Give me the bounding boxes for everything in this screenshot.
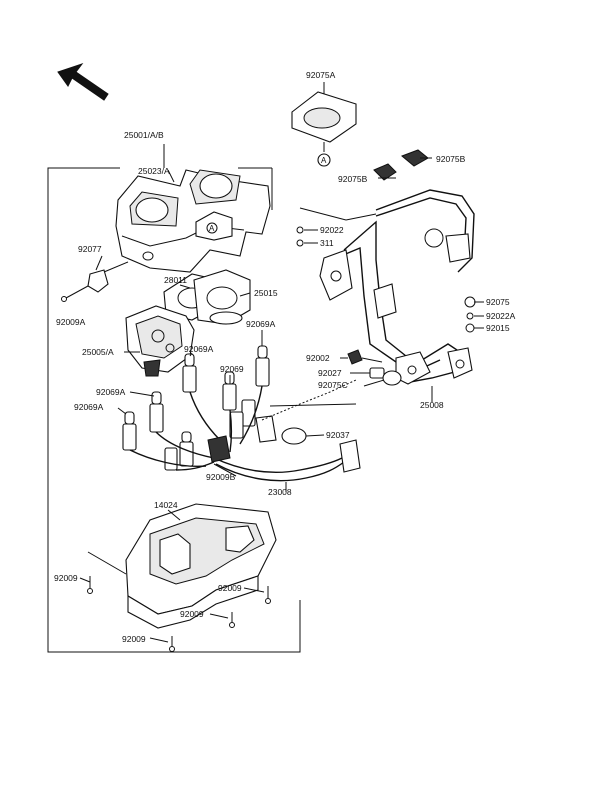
callout-label: 311: [320, 238, 334, 248]
callout-label: 92075C: [318, 380, 348, 390]
meter-housing: [115, 169, 271, 273]
reference-marker: A: [209, 224, 215, 233]
callout-label: 92069A: [184, 344, 214, 354]
callout-label: 92015: [486, 323, 510, 333]
callout-label: 92075B: [338, 174, 368, 184]
callout-label: 92075: [486, 297, 510, 307]
callout-label: 92027: [318, 368, 342, 378]
callout-label: 92009B: [206, 472, 236, 482]
callout-label: 25005/A: [82, 347, 114, 357]
indicator-switch: [61, 261, 129, 302]
callout-label: 92069A: [96, 387, 126, 397]
callout-label: 25001/A/B: [124, 130, 164, 140]
reference-markers: A A: [209, 156, 327, 233]
callout-label: 25015: [254, 288, 278, 298]
callout-label: 92069: [220, 364, 244, 374]
callout-label: 92002: [306, 353, 330, 363]
callout-label: 92069A: [74, 402, 104, 412]
assembly-outline: [47, 167, 301, 653]
grommets-small: [373, 149, 429, 181]
reference-marker: A: [321, 156, 327, 165]
callout-label: 28011: [164, 275, 187, 285]
wiring-harness: [129, 385, 361, 482]
callout-labels: 92075A 25001/A/B 25023/A 92075B 92075B 9…: [54, 70, 516, 644]
callout-label: 23008: [268, 487, 292, 497]
callout-label: 92037: [326, 430, 350, 440]
callout-label: 14024: [154, 500, 178, 510]
meter-bracket: [299, 189, 475, 385]
grommet-top: [291, 91, 357, 167]
callout-label: 92077: [78, 244, 102, 254]
callout-label: 25023/A: [138, 166, 170, 176]
callout-label: 92075A: [306, 70, 336, 80]
gauge-units: [163, 269, 251, 325]
callout-label: 92009: [54, 573, 78, 583]
direction-arrow-icon: [57, 63, 109, 101]
callout-label: 92009A: [56, 317, 86, 327]
meter-inner-unit: [125, 305, 195, 377]
meter-lower-cover: [125, 503, 277, 629]
leader-lines: [79, 82, 484, 643]
callout-label: 25008: [420, 400, 444, 410]
screws: [87, 576, 271, 652]
callout-label: 92009: [218, 583, 242, 593]
callout-label: 92009: [122, 634, 146, 644]
callout-label: 92069A: [246, 319, 276, 329]
callout-label: 92009: [180, 609, 204, 619]
bracket-fasteners: [296, 226, 476, 386]
callout-label: 92075B: [436, 154, 466, 164]
callout-label: 92022A: [486, 311, 516, 321]
callout-label: 92022: [320, 225, 344, 235]
